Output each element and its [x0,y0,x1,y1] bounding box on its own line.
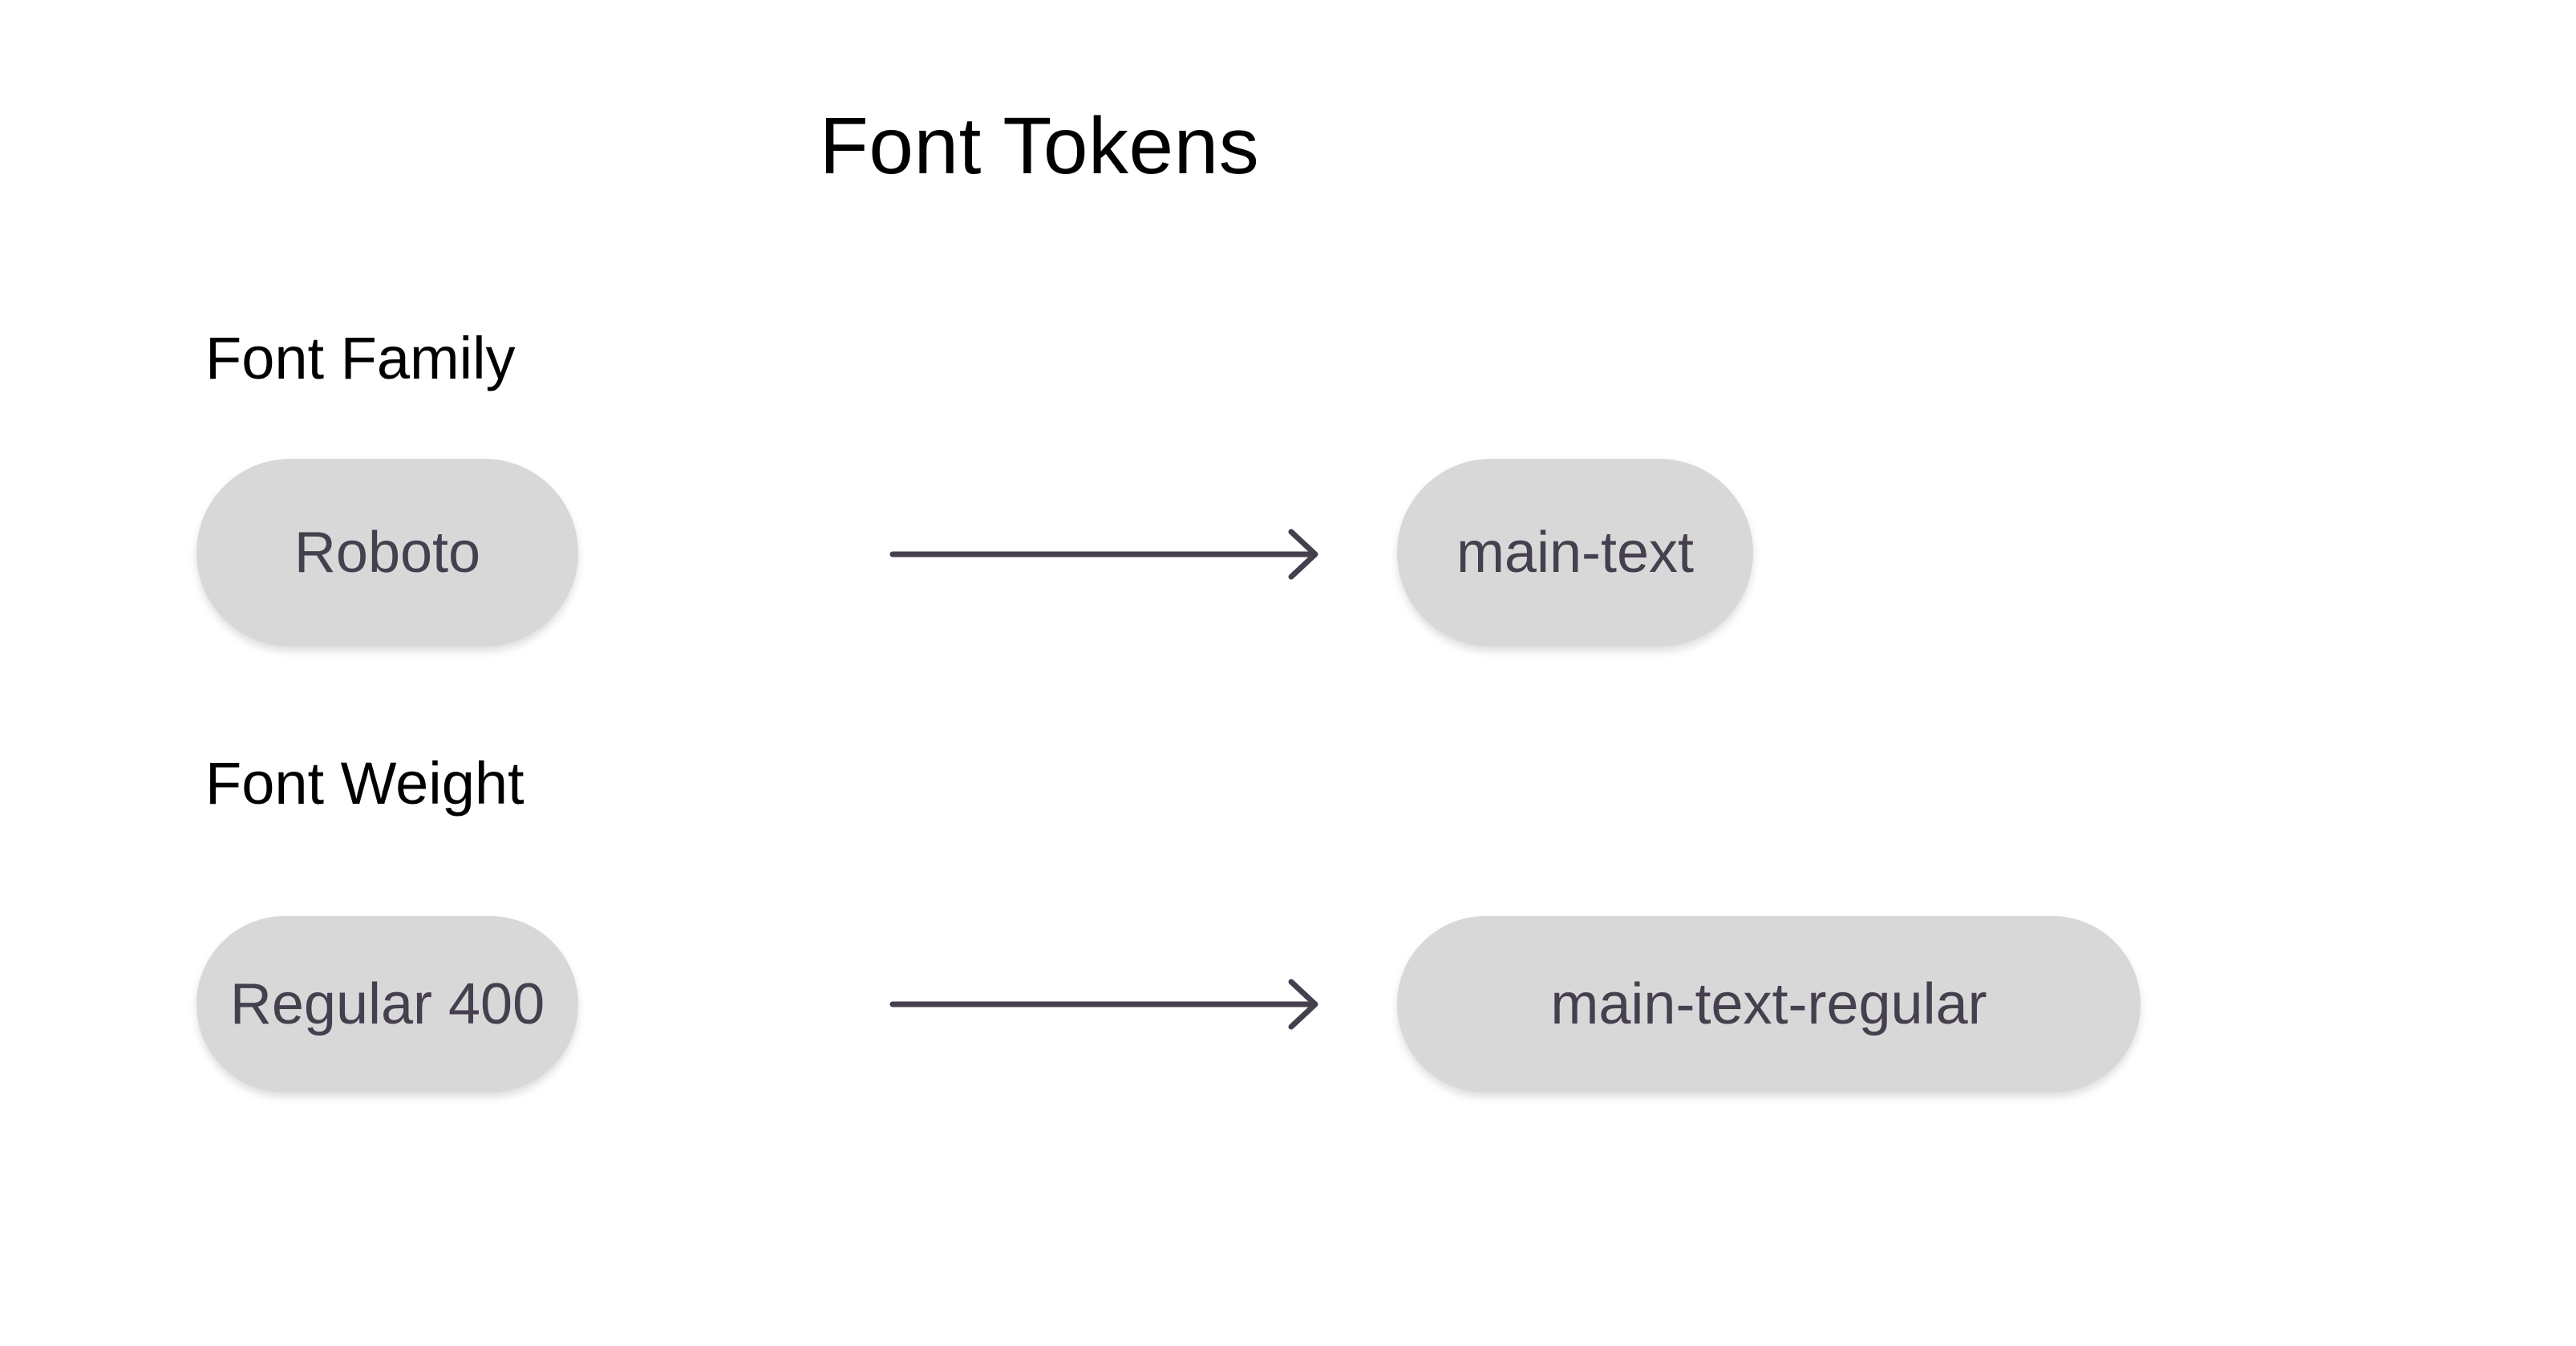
source-pill-label: Regular 400 [229,972,545,1036]
arrow-right-icon-font-weight [889,979,1318,1030]
target-pill-label: main-text [1456,521,1695,585]
group-label-font-weight: Font Weight [205,750,525,817]
target-pill-font-weight[interactable]: main-text-regular [1397,916,2141,1093]
source-pill-font-weight[interactable]: Regular 400 [196,916,578,1093]
target-pill-label: main-text-regular [1550,972,1987,1036]
arrow-right-icon-font-family [889,529,1318,580]
group-label-font-family: Font Family [205,325,516,391]
page-title: Font Tokens [819,101,1260,191]
source-pill-label: Roboto [294,521,481,585]
source-pill-font-family[interactable]: Roboto [196,459,578,647]
target-pill-font-family[interactable]: main-text [1397,459,1753,647]
